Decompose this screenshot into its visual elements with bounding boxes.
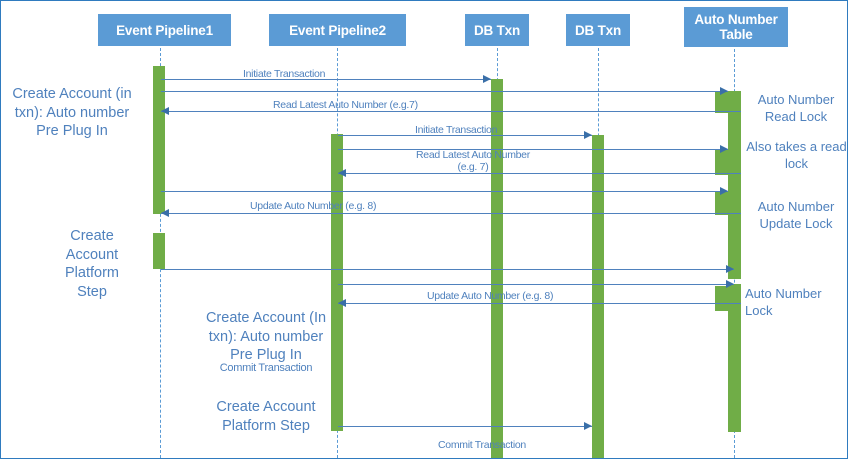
msg-update-auto-number-1	[161, 213, 741, 214]
actor-box-ep1[interactable]: Event Pipeline1	[98, 14, 231, 46]
msg-auto-number-lock-out-arrowhead	[726, 280, 734, 288]
msg-read-latest-auto-number-2-arrowhead	[338, 169, 346, 177]
actor-label-ant: Auto Number Table	[694, 12, 778, 42]
ant-main-bar-1	[728, 91, 741, 279]
msg-commit-transaction-bottom-arrowhead	[584, 422, 592, 430]
msg-read-auto-number-out-2-arrowhead	[720, 145, 728, 153]
msg-update-auto-number-2-label: Update Auto Number (e.g. 8)	[427, 290, 554, 302]
ep1-activation-1	[153, 66, 165, 214]
msg-read-latest-auto-number-2-label: Read Latest Auto Number(e.g. 7)	[416, 149, 530, 173]
actor-box-ant[interactable]: Auto Number Table	[684, 7, 788, 47]
actor-label-db2: DB Txn	[574, 22, 622, 38]
msg-read-auto-number-out-1	[161, 91, 728, 92]
msg-read-latest-auto-number-2	[338, 173, 741, 174]
msg-update-auto-number-1-label: Update Auto Number (e.g. 8)	[250, 200, 377, 212]
ep1-activation-2	[153, 233, 165, 269]
actor-label-ep1: Event Pipeline1	[116, 22, 213, 38]
msg-initiate-transaction-2	[338, 135, 592, 136]
ep2-activation-1	[331, 134, 343, 431]
msg-initiate-transaction-1-label: Initiate Transaction	[243, 68, 326, 80]
note-auto-number-lock: Auto Number Lock	[745, 286, 822, 318]
ant-read-lock-1	[715, 91, 728, 113]
actor-label-db1: DB Txn	[473, 22, 521, 38]
msg-platform-step-out-1	[161, 269, 734, 270]
ant-main-bar-2	[728, 284, 741, 432]
actor-box-db2[interactable]: DB Txn	[566, 14, 630, 46]
msg-initiate-transaction-1-arrowhead	[483, 75, 491, 83]
msg-update-auto-number-2-arrowhead	[338, 299, 346, 307]
ant-read-lock-2	[715, 149, 728, 175]
msg-initiate-transaction-2-arrowhead	[584, 131, 592, 139]
ant-update-lock	[715, 191, 728, 215]
db2-activation-1	[592, 135, 604, 430]
msg-update-auto-number-1-arrowhead	[161, 209, 169, 217]
msg-read-latest-auto-number-1	[161, 111, 741, 112]
msg-update-auto-number-out-1-arrowhead	[720, 187, 728, 195]
actor-box-db1[interactable]: DB Txn	[465, 14, 529, 46]
msg-read-auto-number-out-1-arrowhead	[720, 87, 728, 95]
db2-activation-2	[592, 426, 604, 458]
msg-commit-transaction-bottom	[338, 426, 592, 427]
msg-auto-number-lock-out	[338, 284, 734, 285]
msg-initiate-transaction-2-label: Initiate Transaction	[415, 124, 498, 136]
msg-update-auto-number-2	[338, 303, 741, 304]
actor-label-ep2: Event Pipeline2	[289, 22, 386, 38]
ant-number-lock	[715, 286, 728, 311]
msg-update-auto-number-out-1	[161, 191, 728, 192]
msg-commit-transaction-bottom-label: Commit Transaction	[438, 439, 526, 451]
actor-box-ep2[interactable]: Event Pipeline2	[269, 14, 406, 46]
msg-read-auto-number-out-2	[338, 149, 728, 150]
msg-platform-step-out-1-arrowhead	[726, 265, 734, 273]
msg-read-latest-auto-number-1-label: Read Latest Auto Number (e.g.7)	[273, 99, 418, 111]
msg-read-latest-auto-number-1-arrowhead	[161, 107, 169, 115]
msg-initiate-transaction-1	[161, 79, 491, 80]
note-commit-transaction-mid: Commit Transaction	[219, 362, 313, 374]
